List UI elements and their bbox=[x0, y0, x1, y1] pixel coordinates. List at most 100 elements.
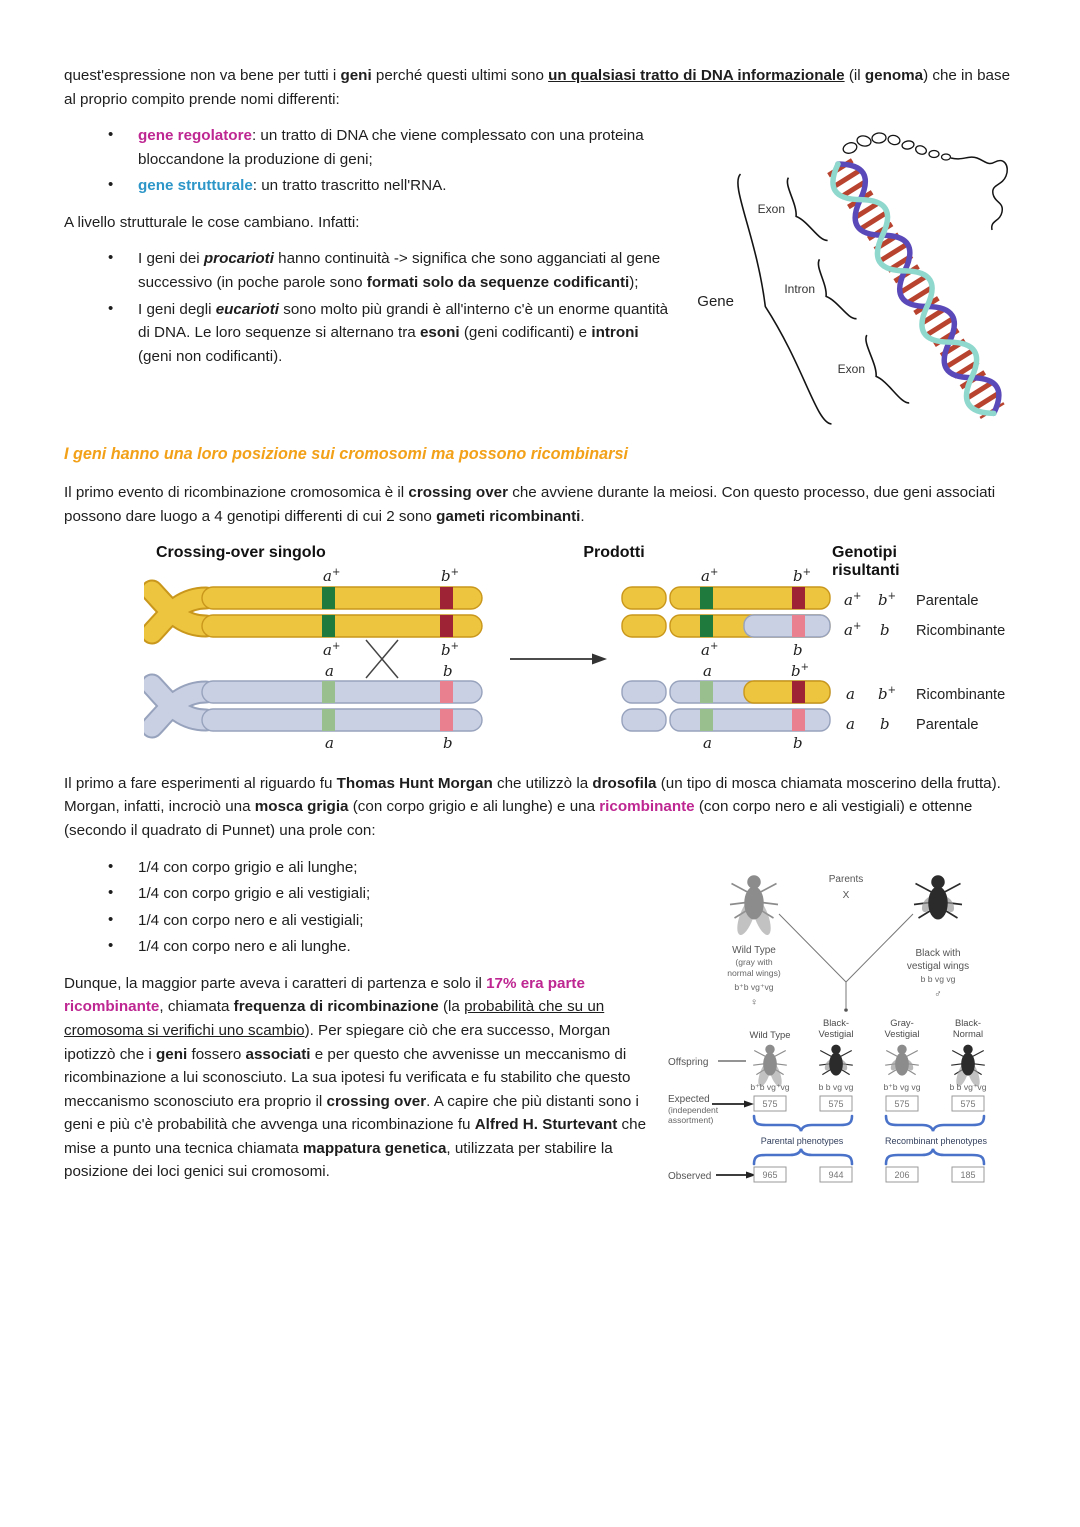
svg-text:b: b bbox=[793, 641, 803, 659]
figure-title-left: Crossing-over singolo bbox=[156, 544, 326, 561]
exon-top-label: Exon bbox=[758, 202, 785, 216]
text-run: ricombinante bbox=[599, 798, 695, 816]
text-run: (la bbox=[438, 998, 465, 1016]
text-run: perché questi ultimi sono bbox=[371, 67, 549, 84]
svg-text:a: a bbox=[703, 734, 712, 752]
svg-text:♀: ♀ bbox=[750, 997, 758, 1008]
list-item: 1/4 con corpo nero e ali vestigiali; bbox=[108, 908, 1018, 933]
text-run: esoni bbox=[419, 324, 460, 342]
svg-text:a: a bbox=[703, 662, 712, 680]
text-run: (con corpo grigio e ali lunghe) e una bbox=[348, 798, 600, 816]
text-run: : un tratto trascritto nell'RNA. bbox=[252, 177, 447, 195]
text-run: crossing over bbox=[408, 484, 508, 502]
figure-title-products: Prodotti bbox=[583, 544, 644, 561]
text-run: genoma bbox=[864, 67, 924, 84]
text-run: gene regolatore bbox=[138, 127, 252, 145]
svg-text:b: b bbox=[793, 734, 803, 752]
svg-text:Vestigial: Vestigial bbox=[819, 1028, 854, 1039]
expected-row: Expected (independent assortment) 575 57… bbox=[668, 1094, 985, 1125]
recombinant-phenotypes-label: Recombinant phenotypes bbox=[885, 1136, 988, 1146]
svg-text:Observed: Observed bbox=[668, 1171, 711, 1182]
blue-chromosome-pair bbox=[140, 673, 483, 739]
text-run: quest'espressione non va bene per tutti … bbox=[64, 67, 341, 84]
offspring-fly-gray-vestigial bbox=[884, 1043, 920, 1076]
observed-row: Observed 965 944 206 185 bbox=[668, 1166, 985, 1183]
svg-text:Expected: Expected bbox=[668, 1094, 710, 1105]
text-run: ). Per spiegare ciò che era successo, Mo… bbox=[64, 1021, 611, 1063]
text-run: : un tratto di DNA che viene complessato… bbox=[138, 127, 644, 168]
yellow-chromosome-pair bbox=[140, 579, 483, 645]
svg-text:b b vg vg: b b vg vg bbox=[921, 974, 956, 984]
list-item: gene regolatore: un tratto di DNA che vi… bbox=[108, 123, 1018, 171]
svg-text:a: a bbox=[325, 734, 334, 752]
text-run: fossero bbox=[187, 1045, 246, 1063]
text-run: hanno continuità -> significa che sono a… bbox=[138, 250, 661, 291]
svg-text:b b vg vg: b b vg vg bbox=[819, 1082, 854, 1092]
svg-text:575: 575 bbox=[762, 1099, 777, 1109]
svg-text:a: a bbox=[846, 715, 855, 733]
list-item: 1/4 con corpo grigio e ali vestigiali; bbox=[108, 881, 1018, 906]
drosophila-cross-diagram: Parents X Wild Type (gray with normal wi… bbox=[668, 874, 988, 1183]
svg-text:a+: a+ bbox=[701, 641, 718, 659]
arrow-right bbox=[510, 653, 607, 665]
text-run: drosofila bbox=[592, 774, 657, 792]
svg-text:b: b bbox=[443, 662, 453, 680]
text-run: 17% era parte ricombinante bbox=[64, 974, 585, 1016]
svg-text:b+: b+ bbox=[441, 567, 459, 585]
text-run: eucarioti bbox=[215, 300, 279, 318]
offspring-genotypes: b⁺b vg⁺vg b b vg vg b⁺b vg vg b b vg⁺vg bbox=[750, 1082, 986, 1092]
svg-text:206: 206 bbox=[894, 1170, 909, 1180]
figure-title-results-1: Genotipi bbox=[832, 544, 897, 561]
gene-types-list: gene regolatore: un tratto di DNA che vi… bbox=[64, 123, 1018, 198]
text-run: frequenza di ricombinazione bbox=[233, 998, 439, 1016]
drosophila-cross-figure: Parents X Wild Type (gray with normal wi… bbox=[666, 852, 1018, 1194]
text-run: 1/4 con corpo grigio e ali vestigiali; bbox=[138, 885, 371, 903]
text-run: Il primo evento di ricombinazione cromos… bbox=[64, 484, 409, 502]
svg-text:b+: b+ bbox=[878, 591, 896, 609]
paragraph-recombination-frequency: Dunque, la maggior parte aveva i caratte… bbox=[64, 972, 1018, 1184]
svg-text:575: 575 bbox=[828, 1099, 843, 1109]
text-run: geni bbox=[340, 67, 372, 84]
svg-text:965: 965 bbox=[762, 1170, 777, 1180]
text-run: (con corpo nero e ali vestigiali) e otte… bbox=[64, 798, 973, 840]
offspring-fly-black-vestigial bbox=[818, 1043, 854, 1076]
text-run: ); bbox=[629, 273, 639, 291]
svg-text:Ricombinante: Ricombinante bbox=[916, 623, 1005, 639]
section-heading: I geni hanno una loro posizione sui crom… bbox=[64, 445, 628, 464]
text-run: introni bbox=[591, 324, 639, 342]
text-run: (un tipo di mosca chiamata moscerino del… bbox=[64, 774, 1001, 816]
svg-text:b+: b+ bbox=[441, 641, 459, 659]
parental-phenotypes-label: Parental phenotypes bbox=[761, 1136, 844, 1146]
svg-text:944: 944 bbox=[828, 1170, 843, 1180]
text-run: Thomas Hunt Morgan bbox=[336, 774, 493, 792]
text-run: , utilizzata per stabilire la posizione … bbox=[64, 1139, 613, 1181]
text-run: 1/4 con corpo nero e ali lunghe. bbox=[138, 938, 351, 956]
svg-text:Parentale: Parentale bbox=[916, 593, 978, 609]
phenotype-braces bbox=[752, 1114, 986, 1165]
svg-text:Black-: Black- bbox=[955, 1017, 981, 1028]
svg-text:b+: b+ bbox=[878, 685, 896, 703]
text-run: e per questo che avvenisse un meccanismo… bbox=[64, 1045, 631, 1110]
svg-text:a+: a+ bbox=[701, 567, 718, 585]
svg-text:Normal: Normal bbox=[953, 1028, 983, 1039]
text-run: associati bbox=[245, 1045, 311, 1063]
svg-text:b+: b+ bbox=[793, 567, 811, 585]
list-item: gene strutturale: un tratto trascritto n… bbox=[108, 173, 1018, 198]
text-run: , chiamata bbox=[159, 998, 234, 1016]
crossing-over-diagram: Crossing-over singolo Prodotti Genotipi … bbox=[140, 544, 1005, 752]
text-run: gene strutturale bbox=[138, 177, 253, 195]
text-run: un qualsiasi tratto di DNA informazional… bbox=[548, 67, 845, 84]
allele-labels-products: a+ b+ a+ b a b+ a b bbox=[701, 567, 811, 752]
text-run: Il primo a fare esperimenti al riguardo … bbox=[64, 774, 337, 792]
list-item: 1/4 con corpo grigio e ali lunghe; bbox=[108, 855, 1018, 880]
svg-text:b⁺b vg⁺vg: b⁺b vg⁺vg bbox=[750, 1082, 789, 1092]
text-run: che avviene durante la meiosi. Con quest… bbox=[64, 484, 996, 525]
paragraph-crossing-over: Il primo evento di ricombinazione cromos… bbox=[64, 481, 1018, 528]
text-run: ) che in base al proprio compito prende … bbox=[64, 67, 1011, 108]
resulting-genotypes: a+ b+ Parentale a+ b Ricombinante a b+ R… bbox=[844, 591, 1005, 733]
svg-text:assortment): assortment) bbox=[668, 1115, 714, 1125]
svg-text:Black-: Black- bbox=[823, 1017, 849, 1028]
text-run: sono molto più grandi è all'interno c'è … bbox=[138, 300, 669, 342]
text-run: geni bbox=[156, 1045, 188, 1063]
svg-text:a: a bbox=[846, 685, 855, 703]
